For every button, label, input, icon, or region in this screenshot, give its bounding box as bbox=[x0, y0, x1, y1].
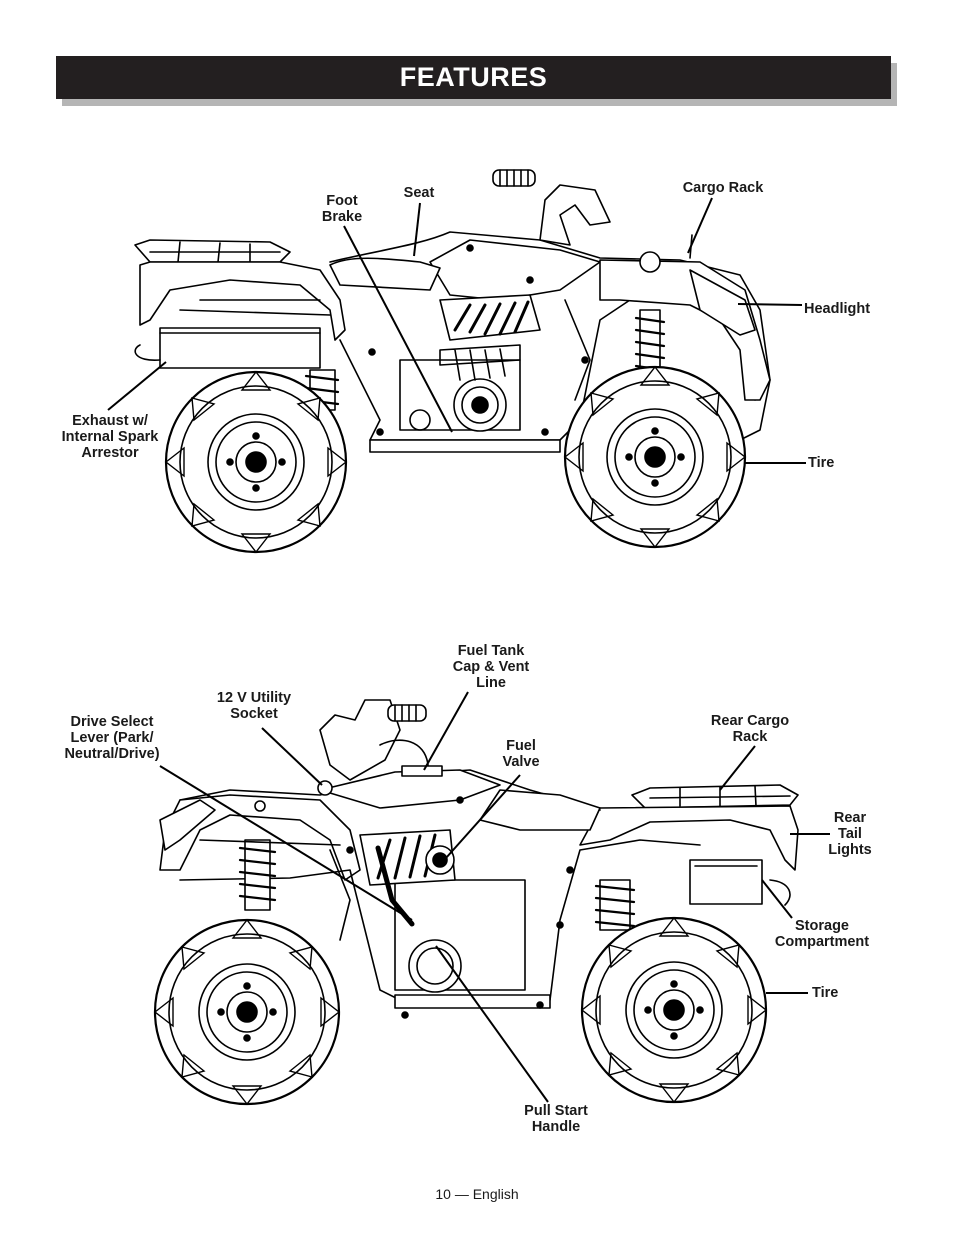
front-tire-drawing bbox=[563, 365, 747, 549]
rear-tire-drawing-bottom bbox=[580, 916, 768, 1104]
atv-opposite-side-view-illustration bbox=[153, 691, 830, 1106]
label-pull-start: Pull Start Handle bbox=[524, 1103, 588, 1135]
title-banner: FEATURES bbox=[56, 56, 891, 99]
label-rear-tail-lights: Rear Tail Lights bbox=[828, 810, 872, 858]
label-seat: Seat bbox=[403, 185, 435, 201]
rear-tire-drawing bbox=[164, 370, 348, 554]
label-foot-brake: Foot Brake bbox=[321, 193, 363, 225]
label-fuel-valve: Fuel Valve bbox=[502, 738, 540, 770]
label-utility-socket: 12 V Utility Socket bbox=[216, 690, 292, 722]
leader-lines-bottom bbox=[159, 691, 830, 1103]
label-storage-compartment: Storage Compartment bbox=[774, 918, 870, 950]
label-headlight: Headlight bbox=[804, 301, 871, 317]
label-tire-top: Tire bbox=[808, 455, 835, 471]
label-tire-bottom: Tire bbox=[812, 985, 839, 1001]
label-rear-cargo-rack: Rear Cargo Rack bbox=[710, 713, 790, 745]
front-tire-drawing-bottom bbox=[153, 918, 341, 1106]
page-title: FEATURES bbox=[399, 62, 548, 92]
label-cargo-rack: Cargo Rack bbox=[682, 180, 764, 196]
atv-side-view-illustration bbox=[107, 169, 806, 554]
label-exhaust: Exhaust w/ Internal Spark Arrestor bbox=[61, 413, 159, 461]
label-drive-select: Drive Select Lever (Park/ Neutral/Drive) bbox=[64, 714, 160, 762]
leader-lines-top bbox=[107, 197, 806, 464]
page-footer: 10 — English bbox=[435, 1186, 519, 1202]
label-fuel-tank-cap: Fuel Tank Cap & Vent Line bbox=[452, 643, 530, 691]
